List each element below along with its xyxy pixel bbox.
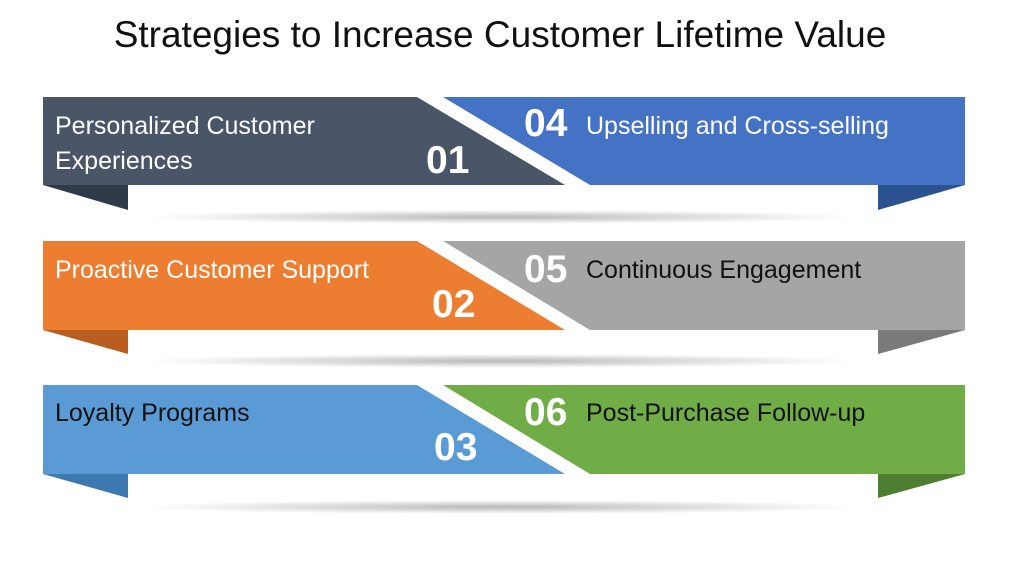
strategy-label-03: Loyalty Programs bbox=[55, 399, 250, 427]
strategy-label-06: Post-Purchase Follow-up bbox=[586, 399, 866, 427]
banner-right-1 bbox=[443, 97, 965, 185]
banner-left-1 bbox=[43, 97, 565, 185]
banner-right-2 bbox=[443, 241, 965, 330]
strategy-number-04: 04 bbox=[524, 102, 568, 145]
banner-right-3 bbox=[443, 385, 965, 474]
fold-right-3 bbox=[878, 474, 965, 498]
fold-left-2 bbox=[43, 330, 128, 354]
banner-shadow bbox=[140, 354, 860, 368]
strategy-number-02: 02 bbox=[432, 283, 476, 326]
banner-shadow bbox=[140, 210, 860, 224]
banner-left-3 bbox=[43, 385, 565, 474]
strategy-number-06: 06 bbox=[524, 391, 568, 434]
fold-left-3 bbox=[43, 474, 128, 498]
page-title: Strategies to Increase Customer Lifetime… bbox=[113, 14, 887, 55]
strategy-label-05: Continuous Engagement bbox=[586, 256, 862, 284]
strategy-label-02: Proactive Customer Support bbox=[55, 256, 370, 284]
strategy-label-01: Personalized Customer Experiences bbox=[55, 112, 315, 175]
fold-right-1 bbox=[878, 185, 965, 210]
strategy-number-03: 03 bbox=[434, 426, 478, 469]
banner-shadow bbox=[140, 500, 860, 514]
strategy-number-01: 01 bbox=[426, 139, 470, 182]
banner-left-2 bbox=[43, 241, 565, 330]
strategy-label-04: Upselling and Cross-selling bbox=[586, 112, 889, 140]
fold-right-2 bbox=[878, 330, 965, 354]
fold-left-1 bbox=[43, 185, 128, 210]
strategy-number-05: 05 bbox=[524, 248, 568, 291]
